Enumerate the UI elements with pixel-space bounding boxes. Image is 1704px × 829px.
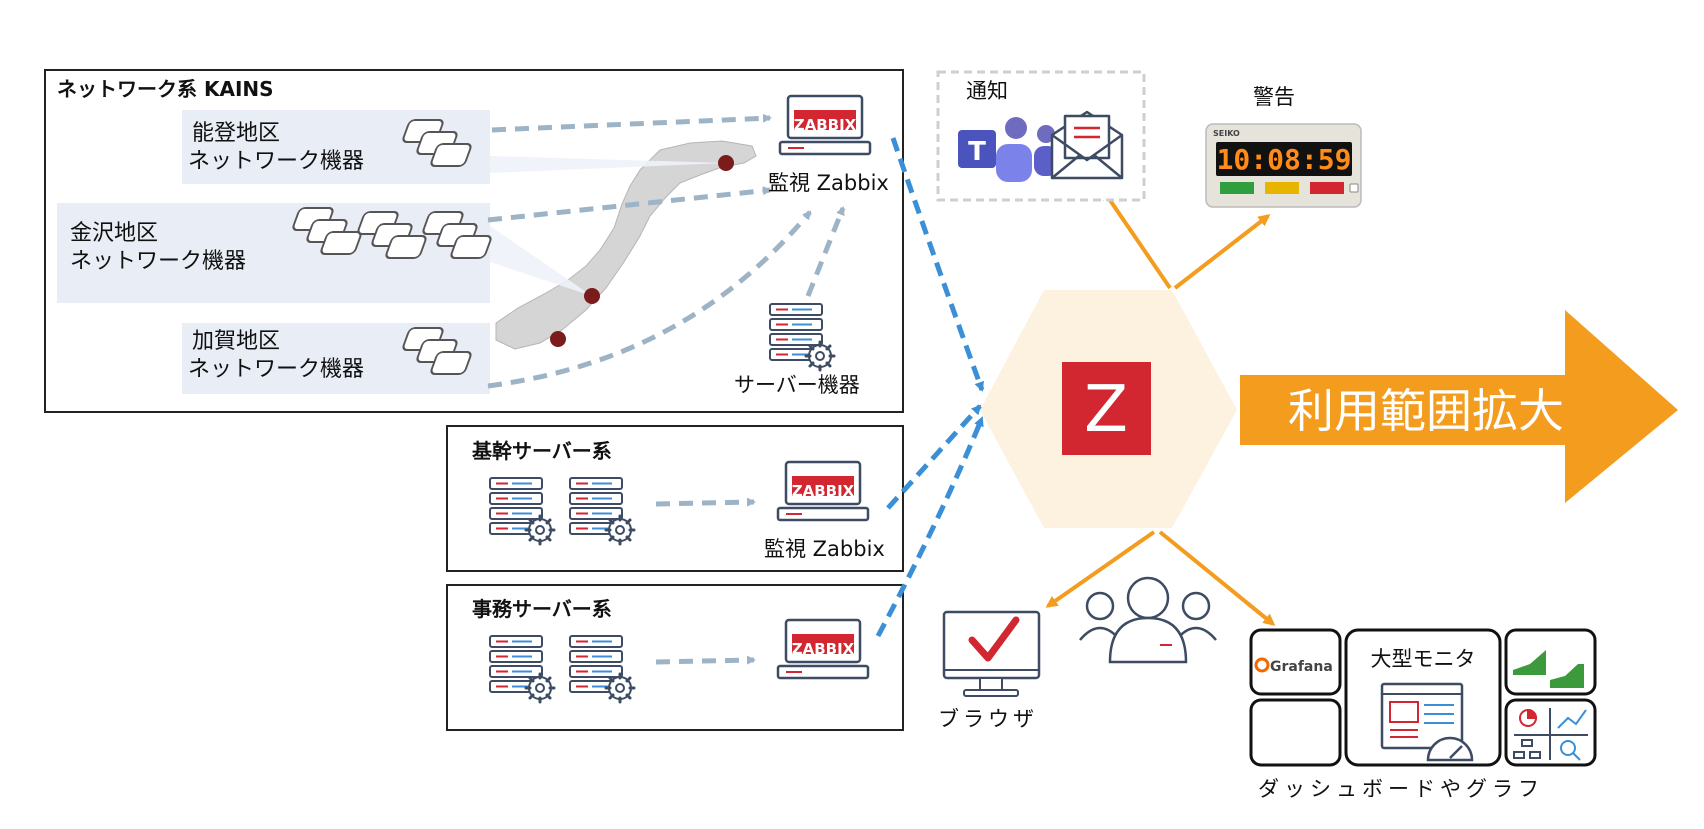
big-monitor-window-icon [1380, 682, 1474, 762]
browser-label: ブラウザ [938, 707, 1038, 731]
analytics-icons [1513, 708, 1588, 761]
dashboard-tile-empty [1249, 698, 1342, 767]
network-group-title: ネットワーク系 KAINS [57, 77, 274, 101]
expand-arrow-label: 利用範囲拡大 [1288, 384, 1564, 438]
region-kanazawa-devices: ネットワーク機器 [70, 249, 247, 274]
arrow-kanazawa-to-zabbix [487, 186, 772, 223]
expand-arrow [1240, 310, 1678, 503]
clock-brand: SEIKO [1213, 129, 1240, 138]
grafana-icon [1254, 657, 1270, 673]
notify-label: 通知 [966, 79, 1008, 103]
green-chart-icon [1513, 650, 1584, 688]
big-monitor-label: 大型モニタ [1371, 647, 1476, 671]
svg-text:T: T [968, 137, 986, 167]
arrow-kaga-to-zabbix [487, 210, 812, 389]
network-server-label: サーバー機器 [734, 373, 860, 397]
grafana-label: Grafana [1270, 659, 1333, 675]
ishikawa-map [495, 140, 757, 350]
arrow-hub-to-notify [1101, 187, 1172, 290]
blue-arrow-office-to-hub [875, 416, 985, 638]
map-dot-kanazawa [584, 288, 600, 304]
office-group-title: 事務サーバー系 [472, 597, 612, 621]
region-kaga-area: 加賀地区 [192, 329, 281, 354]
zabbix-logo-3: ZABBIX [792, 640, 855, 658]
region-kaga-devices: ネットワーク機器 [188, 357, 365, 382]
arrow-hub-to-dashboard [1158, 530, 1276, 626]
central-zabbix-logo [1062, 362, 1151, 455]
region-kanazawa-area: 金沢地区 [70, 221, 159, 246]
core-group-title: 基幹サーバー系 [472, 439, 612, 463]
clock-time: 10:08:59 [1217, 143, 1352, 176]
network-device-cluster-kanazawa [292, 208, 492, 258]
arrow-office-to-zabbix [655, 655, 756, 665]
network-monitor-label: 監視 Zabbix [768, 171, 889, 195]
arrow-core-to-zabbix [655, 497, 756, 507]
zabbix-logo-1: ZABBIX [794, 116, 857, 134]
dashboard-label: ダッシュボードやグラフ [1258, 777, 1544, 801]
arrow-noto-to-zabbix [491, 113, 772, 133]
mail-icon [1050, 110, 1124, 180]
arrow-hub-to-browser [1045, 530, 1156, 608]
arrow-server-to-zabbix [805, 206, 846, 297]
blue-arrow-core-to-hub [886, 404, 982, 510]
alert-clock-device [1205, 123, 1362, 208]
central-zabbix-letter: Z [1084, 373, 1128, 447]
browser-monitor-icon [942, 610, 1041, 697]
region-noto-area: 能登地区 [192, 121, 281, 146]
alert-label: 警告 [1253, 85, 1295, 109]
arrow-hub-to-alert [1173, 214, 1271, 290]
map-dot-noto [718, 155, 734, 171]
zabbix-logo-2: ZABBIX [792, 482, 855, 500]
teams-icon: T [958, 117, 1058, 182]
map-dot-kaga [550, 331, 566, 347]
region-noto-devices: ネットワーク機器 [188, 149, 365, 174]
core-monitor-label: 監視 Zabbix [764, 537, 885, 561]
dashboard-tile-grafana [1249, 628, 1342, 696]
users-icon [1079, 576, 1217, 664]
blue-arrow-network-to-hub [890, 137, 985, 392]
